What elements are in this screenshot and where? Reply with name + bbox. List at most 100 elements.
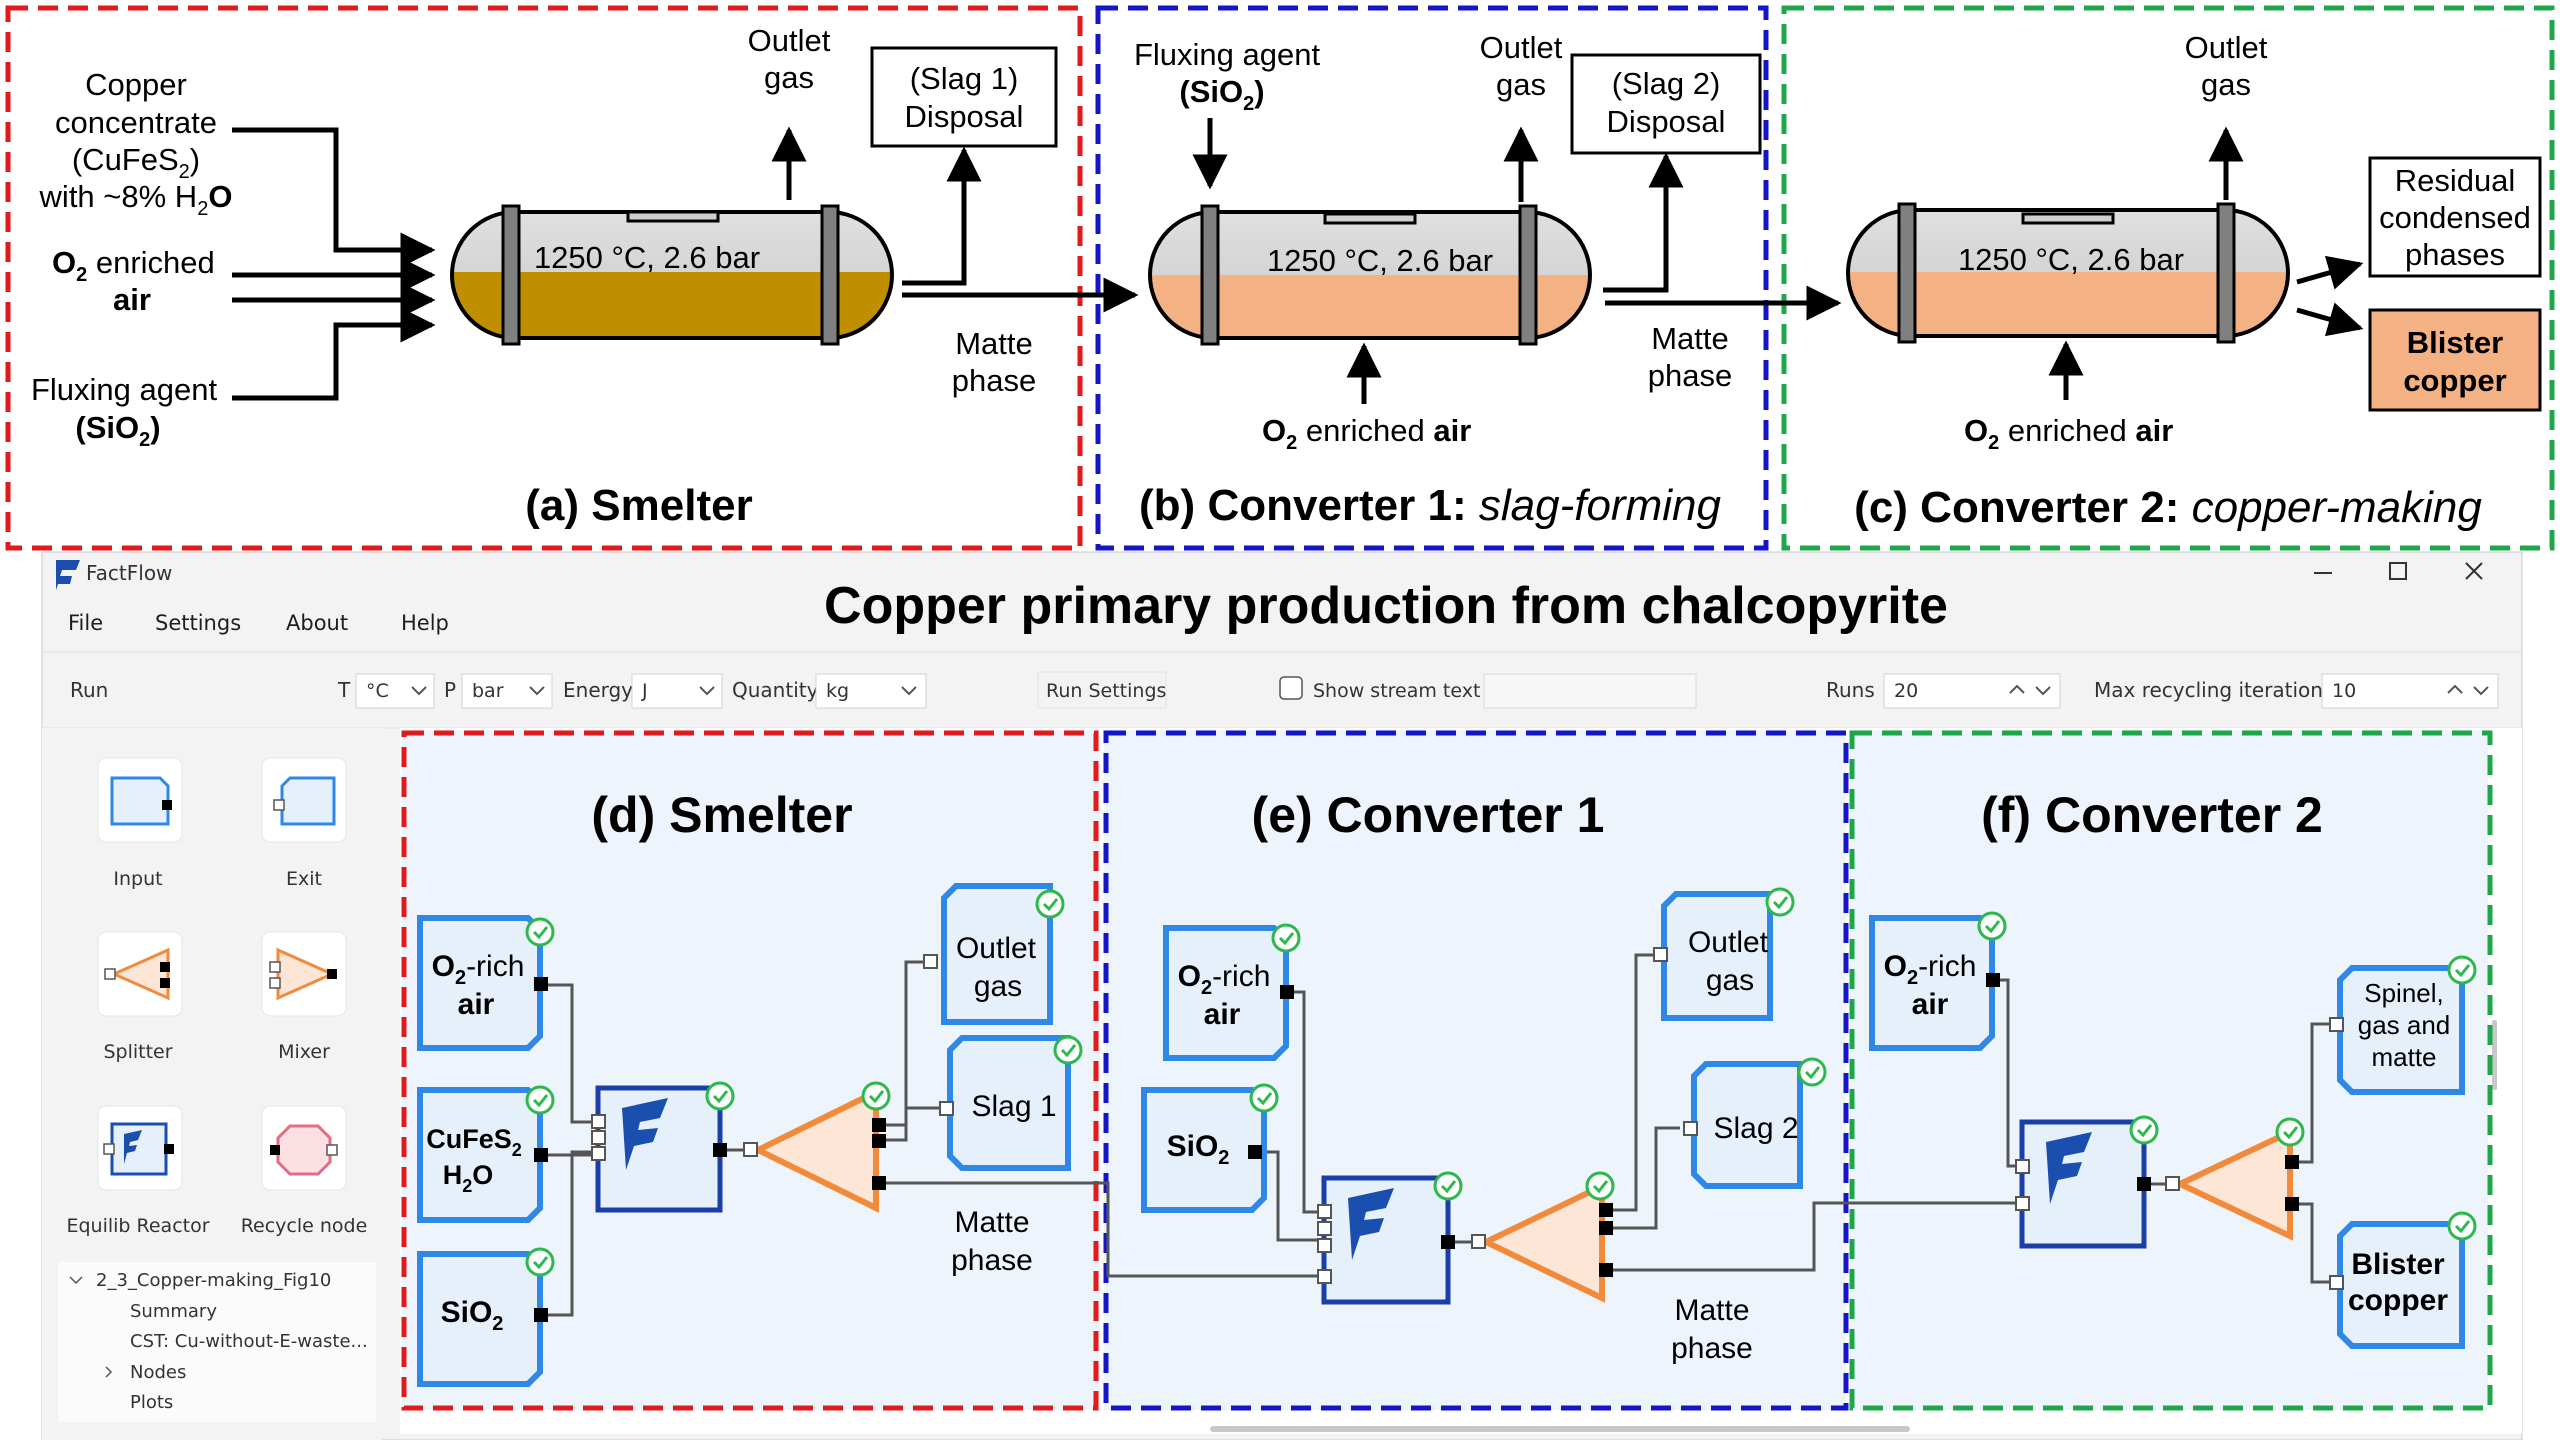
app-logo-icon bbox=[56, 560, 80, 590]
chevron-down-icon bbox=[2035, 686, 2051, 696]
quantity-select[interactable]: kg bbox=[815, 673, 927, 709]
blister-copper-box bbox=[2368, 308, 2542, 412]
chevron-up-icon bbox=[2009, 684, 2025, 694]
runs-spinbox[interactable]: 20 bbox=[1883, 673, 2061, 709]
quantity-label: Quantity bbox=[732, 678, 819, 702]
check-mark bbox=[532, 926, 549, 940]
check-mark bbox=[1440, 1180, 1457, 1194]
conv1-streams bbox=[1100, 953, 1848, 1278]
conv2-blister-copper-node[interactable]: Blister copper bbox=[2329, 1221, 2465, 1349]
smelter-slag1-node[interactable]: Slag 1 bbox=[939, 1035, 1071, 1171]
tree-item-plots[interactable]: Plots bbox=[130, 1392, 173, 1413]
close-button[interactable] bbox=[2465, 562, 2483, 580]
factsage-f-icon bbox=[2046, 1132, 2092, 1204]
svg-text:air: air bbox=[458, 988, 495, 1021]
run-settings-button[interactable]: Run Settings bbox=[1037, 671, 1167, 709]
conv2-o2-input-node[interactable]: O2-rich air bbox=[1869, 915, 2000, 1051]
svg-text:Nodes: Nodes bbox=[130, 1362, 186, 1383]
palette-splitter[interactable]: Splitter bbox=[97, 931, 183, 1063]
check-mark bbox=[868, 1090, 885, 1104]
pressure-select[interactable]: bar bbox=[461, 673, 553, 709]
smelter-flowsheet-box bbox=[401, 730, 1099, 1411]
smelter-o2-input-node[interactable]: O2-rich air bbox=[417, 915, 548, 1051]
tree-root[interactable]: 2_3_Copper-making_Fig10 bbox=[69, 1270, 331, 1291]
conv1-sio2-input-node[interactable]: SiO2 bbox=[1141, 1087, 1267, 1213]
menu-file[interactable]: File bbox=[68, 611, 103, 635]
menu-help[interactable]: Help bbox=[401, 611, 449, 635]
tree-item-summary[interactable]: Summary bbox=[130, 1301, 217, 1322]
smelter-equilib-reactor[interactable] bbox=[591, 1085, 727, 1213]
palette-equilib-reactor[interactable]: Equilib Reactor bbox=[66, 1105, 210, 1237]
smelter-inputs: Copper concentrate (CuFeS2) with ~8% H2O… bbox=[31, 67, 436, 451]
conv1-flux-formula: (SiO2) bbox=[1179, 74, 1264, 115]
smelter-air-label: air bbox=[113, 282, 151, 317]
chevron-down-icon bbox=[699, 686, 715, 696]
stream-text-field[interactable] bbox=[1483, 673, 1697, 709]
chevron-down-icon bbox=[69, 1276, 83, 1285]
vertical-scrollbar[interactable] bbox=[2492, 1020, 2497, 1090]
svg-text:air: air bbox=[1912, 988, 1949, 1021]
conv1-slag2-node[interactable]: Slag 2 bbox=[1683, 1061, 1803, 1189]
conv1-matte-label-1: Matte bbox=[1651, 321, 1729, 356]
smelter-o2-label: O2 enriched bbox=[52, 245, 215, 286]
smelter-sio2-input-node[interactable]: SiO2 bbox=[417, 1251, 548, 1387]
menu-settings[interactable]: Settings bbox=[155, 611, 241, 635]
tree-item-nodes[interactable]: Nodes bbox=[105, 1362, 186, 1383]
tree-item-cst[interactable]: CST: Cu-without-E-waste... bbox=[130, 1331, 368, 1352]
check-mark bbox=[1042, 898, 1059, 912]
max-recycling-label: Max recycling iterations bbox=[2094, 678, 2333, 702]
palette-exit[interactable]: Exit bbox=[261, 757, 347, 890]
max-recycling-spinbox[interactable]: 10 bbox=[2321, 673, 2499, 709]
conv2-splitter[interactable] bbox=[2165, 1127, 2299, 1241]
conv1-equilib-reactor[interactable] bbox=[1317, 1175, 1455, 1305]
converter2-vessel: 1250 °C, 2.6 bar bbox=[1846, 202, 2290, 344]
conv2-conditions: 1250 °C, 2.6 bar bbox=[1958, 242, 2184, 277]
conv2-outlet-label-1: Outlet bbox=[2185, 30, 2268, 65]
svg-text:20: 20 bbox=[1894, 680, 1918, 702]
smelter-conditions: 1250 °C, 2.6 bar bbox=[534, 240, 760, 275]
check-mark bbox=[1592, 1180, 1609, 1194]
menu-about[interactable]: About bbox=[286, 611, 348, 635]
svg-text:Input: Input bbox=[113, 868, 162, 890]
temperature-select[interactable]: °C bbox=[355, 673, 435, 709]
maximize-button[interactable] bbox=[2389, 562, 2407, 580]
svg-text:Exit: Exit bbox=[286, 868, 322, 890]
svg-text:bar: bar bbox=[472, 680, 504, 702]
check-mark bbox=[2454, 964, 2471, 978]
energy-select[interactable]: J bbox=[631, 673, 723, 709]
check-icon bbox=[1765, 887, 1795, 917]
splitter-icon bbox=[110, 947, 170, 1001]
check-icon bbox=[525, 1247, 555, 1277]
show-stream-text-checkbox[interactable]: Show stream text bbox=[1279, 676, 1480, 702]
palette-recycle-node[interactable]: Recycle node bbox=[241, 1105, 368, 1237]
input-node-icon bbox=[110, 776, 170, 826]
check-mark bbox=[1256, 1092, 1273, 1106]
temperature-label: T bbox=[337, 678, 351, 702]
svg-text:Run Settings: Run Settings bbox=[1046, 680, 1166, 702]
smelter-cufes2-input-node[interactable]: CuFeS2 H2O bbox=[417, 1087, 548, 1223]
pressure-label: P bbox=[444, 678, 456, 702]
conv1-splitter[interactable] bbox=[1471, 1181, 1613, 1303]
conv1-o2-input-node[interactable]: O2-rich air bbox=[1163, 925, 1294, 1061]
residual-label-1: Residual bbox=[2395, 163, 2516, 198]
conv2-spinel-gas-matte-node[interactable]: Spinel, gas and matte bbox=[2329, 965, 2465, 1095]
conv2-flowsheet-title: (f) Converter 2 bbox=[1981, 787, 2323, 843]
horizontal-scrollbar[interactable] bbox=[1210, 1426, 1910, 1432]
palette-input[interactable]: Input bbox=[97, 757, 183, 890]
smelter-splitter[interactable] bbox=[743, 1087, 886, 1213]
conv2-equilib-reactor[interactable] bbox=[2015, 1119, 2151, 1249]
recycle-node-icon bbox=[276, 1124, 332, 1176]
conv1-outlet-gas-node[interactable]: Outlet gas bbox=[1653, 891, 1773, 1021]
conv1-outlet-label-2: gas bbox=[1496, 67, 1546, 102]
smelter-flow-matte-label-2: phase bbox=[951, 1244, 1033, 1277]
slag1-label: (Slag 1) bbox=[910, 61, 1019, 96]
check-icon bbox=[2447, 1211, 2477, 1241]
run-button[interactable]: Run bbox=[70, 678, 108, 702]
smelter-flux-label: Fluxing agent bbox=[31, 372, 218, 407]
palette-mixer[interactable]: Mixer bbox=[261, 931, 347, 1063]
factsage-f-icon bbox=[1348, 1188, 1394, 1260]
conv1-flowsheet-title: (e) Converter 1 bbox=[1252, 787, 1605, 843]
svg-text:J: J bbox=[641, 680, 648, 702]
smelter-outlet-gas-node[interactable]: Outlet gas bbox=[923, 883, 1053, 1025]
check-icon bbox=[705, 1081, 735, 1111]
